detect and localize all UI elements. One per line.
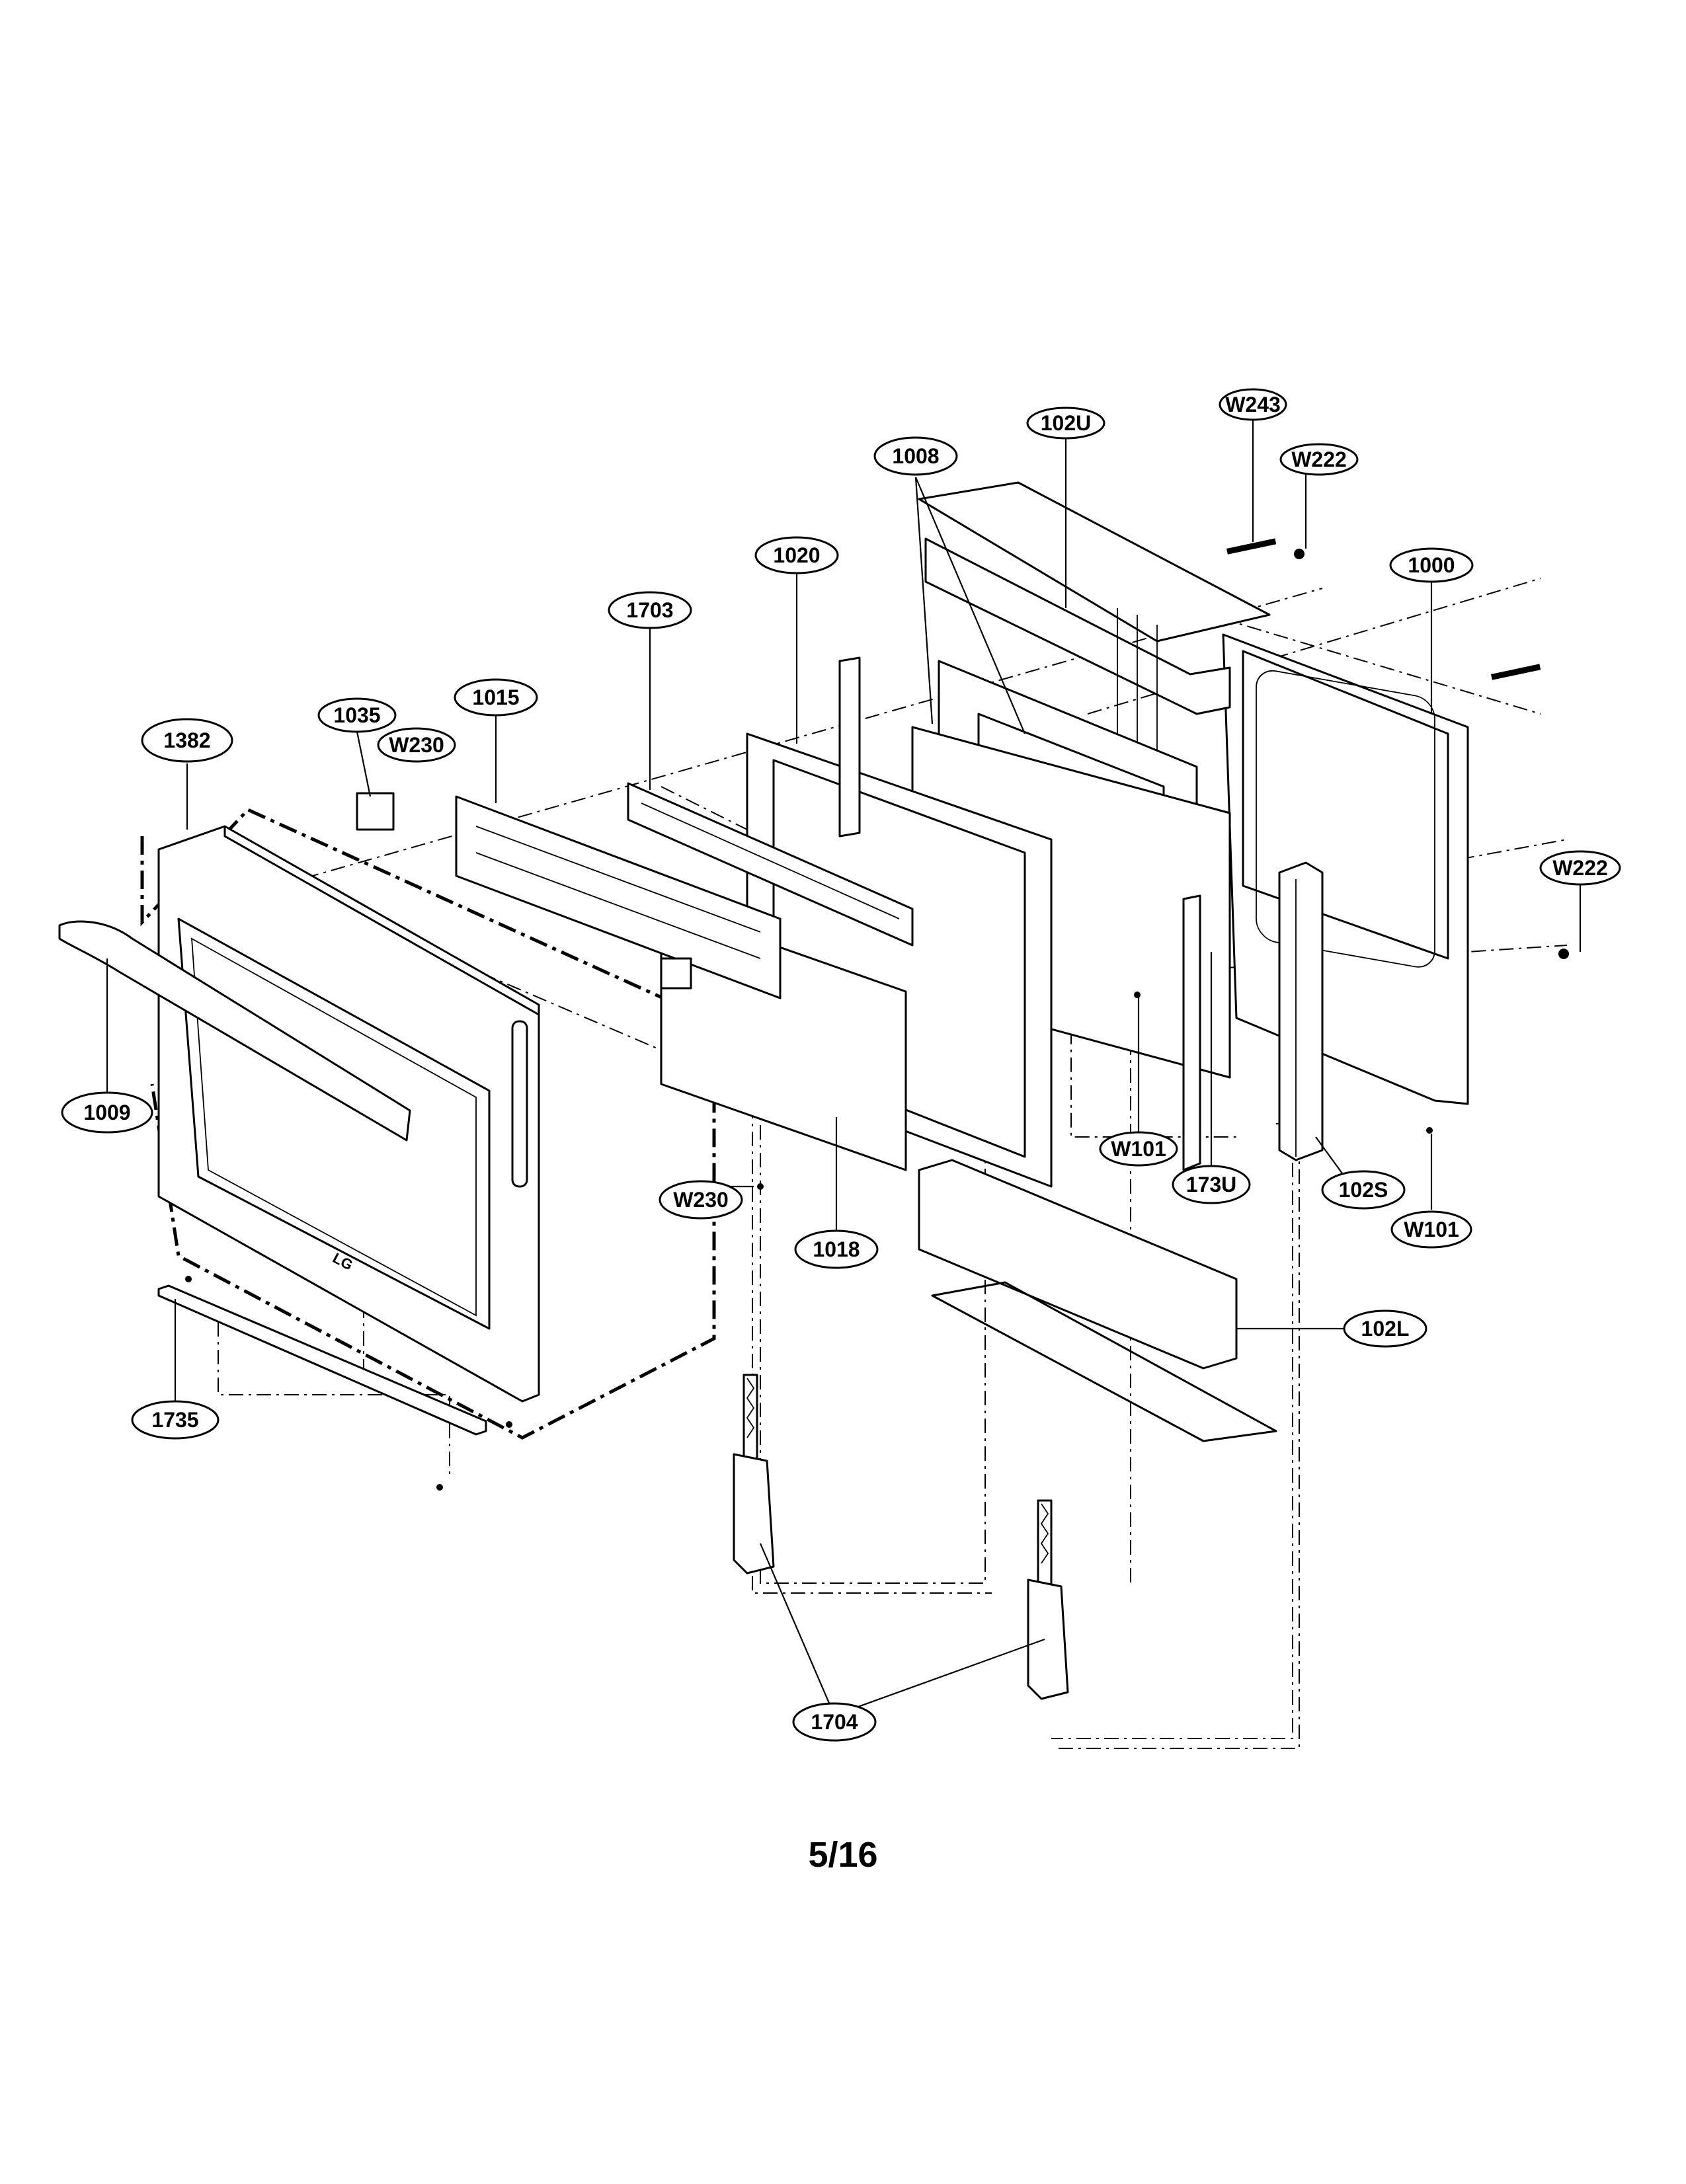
callout-1020: 1020 — [754, 536, 839, 574]
svg-text:1009: 1009 — [83, 1101, 130, 1124]
callout-w230-top: W230 — [377, 727, 456, 763]
part-1015-support-bracket — [455, 795, 782, 999]
part-173u-gasket — [1182, 894, 1201, 1171]
svg-text:1382: 1382 — [163, 728, 210, 752]
callout-1703: 1703 — [608, 591, 692, 629]
washer-w222-right — [1558, 949, 1569, 959]
outer-door-panel: LG — [157, 825, 540, 1403]
screw-w230-low — [757, 1183, 764, 1190]
callout-173u: 173U — [1172, 1165, 1251, 1204]
svg-text:102U: 102U — [1041, 411, 1092, 435]
callout-w243: W243 — [1219, 388, 1287, 421]
callout-1382: 1382 — [141, 718, 233, 763]
svg-text:W230: W230 — [389, 733, 444, 757]
svg-text:1008: 1008 — [892, 444, 939, 468]
part-1704-hinge-right — [1027, 1499, 1069, 1700]
svg-text:W101: W101 — [1111, 1137, 1166, 1161]
leader-lines — [106, 420, 1582, 1717]
svg-text:1020: 1020 — [773, 543, 820, 567]
part-1703-bracket — [627, 782, 914, 947]
part-1035-hinge-bracket — [356, 792, 692, 990]
svg-text:102L: 102L — [1361, 1317, 1410, 1341]
svg-text:W222: W222 — [1291, 448, 1347, 471]
screw-w101-mid — [1134, 992, 1141, 998]
washer-w222-top — [1294, 549, 1305, 559]
callout-1015: 1015 — [454, 678, 538, 717]
svg-text:1015: 1015 — [472, 685, 519, 709]
callout-1000: 1000 — [1389, 547, 1474, 583]
svg-text:W222: W222 — [1552, 856, 1608, 880]
callout-1704: 1704 — [792, 1702, 877, 1742]
callout-102s: 102S — [1321, 1170, 1406, 1210]
callout-w230-low: W230 — [659, 1180, 743, 1220]
svg-text:W230: W230 — [673, 1188, 729, 1212]
svg-text:1018: 1018 — [813, 1237, 860, 1261]
callout-w222-top: W222 — [1279, 443, 1359, 476]
part-102l-lower-insulation — [918, 1159, 1277, 1442]
part-1704-hinge-left — [733, 1374, 775, 1575]
screw-w101-right — [1426, 1127, 1433, 1134]
svg-text:1704: 1704 — [811, 1710, 858, 1734]
screw-door-bottom-left — [185, 1276, 192, 1282]
callout-w101-mid: W101 — [1099, 1131, 1178, 1167]
screw-w243 — [1226, 538, 1277, 555]
callout-102l: 102L — [1343, 1309, 1427, 1348]
part-102s-side-insulation — [1278, 861, 1324, 1161]
part-1009-handle — [58, 920, 411, 1142]
svg-text:W101: W101 — [1404, 1218, 1459, 1241]
screw-door-bottom-right — [506, 1421, 512, 1428]
callout-1035: 1035 — [317, 697, 397, 733]
screw-rear-top — [1491, 664, 1541, 680]
screw-bottom-trim — [436, 1484, 443, 1491]
callout-1008: 1008 — [873, 436, 958, 476]
svg-text:W243: W243 — [1225, 393, 1281, 416]
callout-w222-right: W222 — [1539, 850, 1621, 886]
callout-1018: 1018 — [794, 1229, 879, 1269]
svg-text:102S: 102S — [1339, 1178, 1388, 1202]
callout-102u: 102U — [1026, 407, 1105, 440]
callout-1735: 1735 — [131, 1400, 220, 1440]
part-1735-bottom-trim — [157, 1284, 487, 1436]
svg-text:1703: 1703 — [626, 598, 673, 622]
svg-text:1000: 1000 — [1408, 553, 1455, 577]
page-number: 5/16 — [808, 1835, 878, 1875]
svg-text:1735: 1735 — [151, 1408, 198, 1432]
callout-1009: 1009 — [61, 1091, 153, 1134]
svg-text:1035: 1035 — [333, 703, 380, 727]
svg-text:173U: 173U — [1186, 1173, 1237, 1196]
callout-w101-right: W101 — [1390, 1210, 1472, 1249]
